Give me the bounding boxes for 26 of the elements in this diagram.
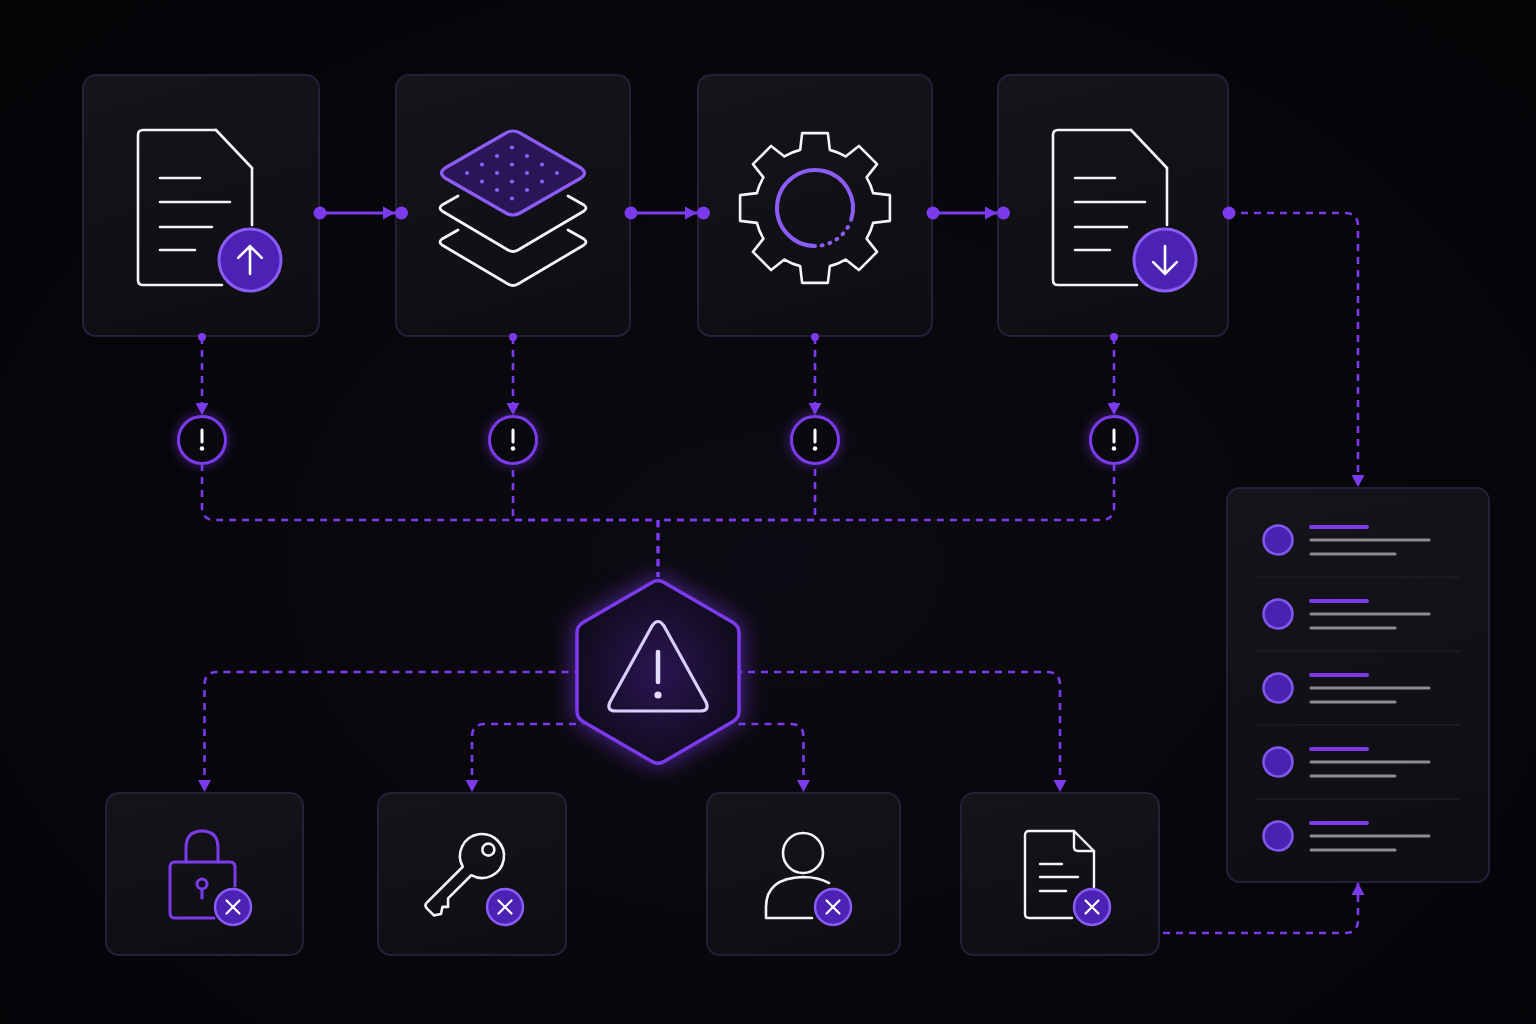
dashed-arrow xyxy=(1160,883,1365,935)
alert-hexagon xyxy=(575,577,741,767)
alert-circle xyxy=(1089,415,1139,465)
icon-card xyxy=(997,74,1229,337)
alert-circle xyxy=(177,415,227,465)
icon-card xyxy=(697,74,933,337)
dashed-arrow xyxy=(741,670,1067,792)
icon-card xyxy=(706,792,901,956)
dashed-arrow xyxy=(808,333,822,415)
icon-card xyxy=(960,792,1160,956)
dashed-arrow xyxy=(465,722,583,792)
dashed-arrow xyxy=(506,333,520,415)
dashed-connector-line xyxy=(656,465,1116,577)
list-panel xyxy=(1226,487,1490,883)
alert-circle xyxy=(488,415,538,465)
alert-circle xyxy=(790,415,840,465)
icon-card xyxy=(82,74,320,337)
arrow xyxy=(313,206,395,220)
arrow xyxy=(926,206,997,220)
icon-card xyxy=(395,74,631,337)
icon-card xyxy=(105,792,304,956)
dashed-arrow xyxy=(1222,206,1365,487)
icon-card xyxy=(377,792,567,956)
arrow xyxy=(624,206,697,220)
dashed-arrow xyxy=(1107,333,1121,415)
dashed-arrow xyxy=(195,333,209,415)
